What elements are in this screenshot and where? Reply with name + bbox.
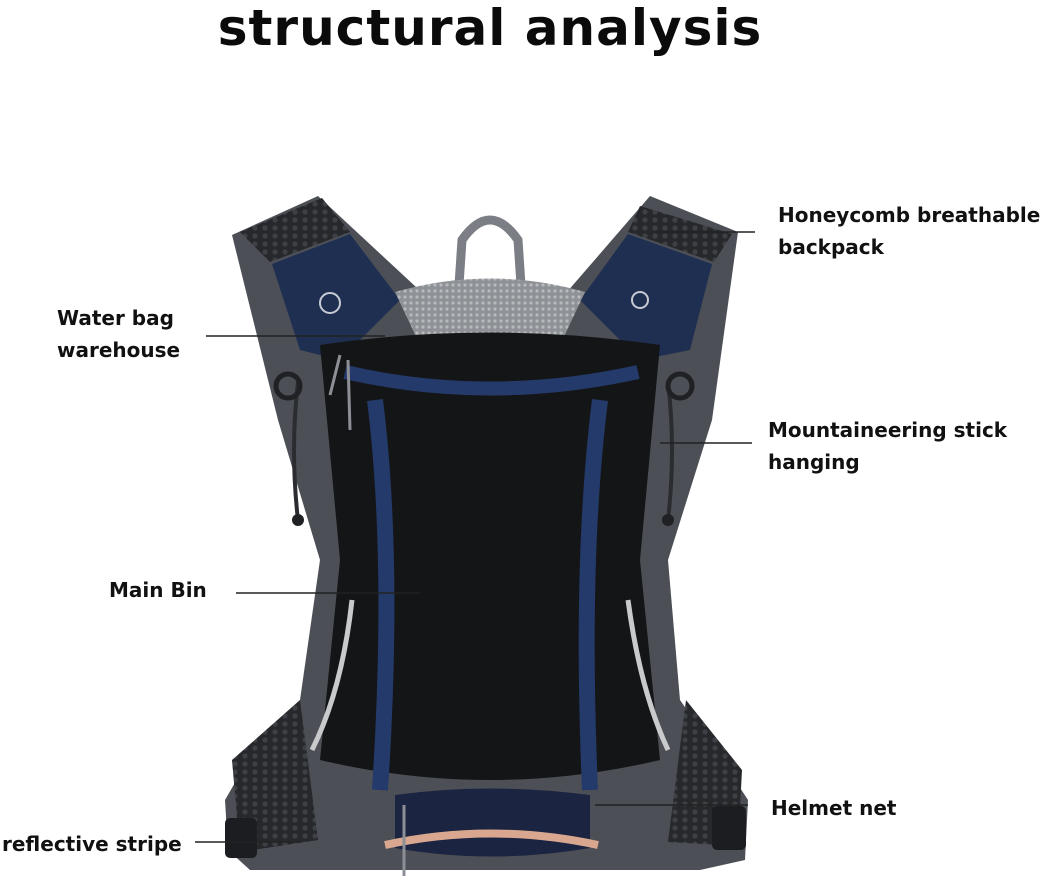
honeycomb-left-hip [232, 700, 318, 852]
navy-zipper-top [343, 365, 640, 396]
loop-left [273, 371, 303, 401]
label-helmet-net: Helmet net [771, 796, 897, 820]
reflective-side-left [309, 599, 355, 752]
toggle-right [662, 514, 674, 526]
navy-piping-right [578, 399, 608, 791]
buckle-left [225, 818, 257, 858]
page-title: structural analysis [217, 0, 763, 57]
main-panel [320, 332, 660, 780]
navy-piping-left [367, 399, 395, 791]
label-reflective-stripe: reflective stripe [2, 832, 182, 856]
cord-right [666, 381, 674, 521]
water-drop-icon [319, 292, 341, 314]
hose-hook-icon [631, 291, 649, 309]
label-mountaineering: Mountaineering stick hanging [768, 418, 1008, 474]
label-water-bag: Water bag warehouse [57, 306, 181, 362]
loop-right [665, 371, 695, 401]
honeycomb-left-shoulder [240, 198, 350, 262]
navy-right-panel [580, 234, 712, 360]
label-honeycomb: Honeycomb breathable backpack [778, 203, 1041, 259]
helmet-net-pocket [395, 788, 590, 857]
top-handle [453, 215, 527, 301]
reflective-stripe [384, 829, 599, 849]
reflective-side-right [625, 599, 671, 752]
navy-left-panel [272, 234, 400, 360]
honeycomb-right-shoulder [628, 206, 732, 262]
buckle-right [712, 806, 746, 850]
toggle-left [292, 514, 304, 526]
zipper-pull-top [328, 354, 352, 431]
label-main-bin: Main Bin [109, 578, 207, 602]
